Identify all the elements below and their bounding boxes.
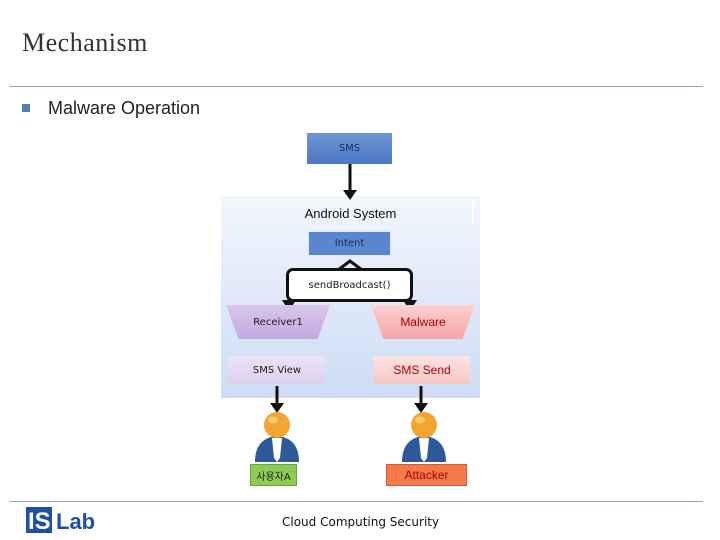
arrow-head-sms — [343, 190, 357, 200]
logo-graphic: IS Lab — [26, 507, 95, 535]
person-icon — [255, 412, 299, 462]
islab-logo: IS Lab — [26, 505, 106, 539]
user-a-label: 사용자A — [250, 464, 297, 486]
square-bullet-icon — [22, 104, 30, 112]
footer-text: Cloud Computing Security — [282, 515, 440, 529]
android-system-label: Android System — [304, 206, 397, 221]
sms-send-box: SMS Send — [374, 356, 470, 384]
bottom-divider — [10, 501, 703, 502]
receiver1-box: Receiver1 — [226, 305, 330, 339]
arrow-head-attacker — [414, 403, 428, 413]
attacker-label: Attacker — [386, 464, 467, 486]
intent-caret — [337, 259, 363, 272]
panel-edge-line — [472, 198, 474, 224]
malware-box: Malware — [371, 305, 475, 339]
top-divider — [10, 86, 703, 87]
sms-view-box: SMS View — [229, 356, 325, 384]
bullet-text: Malware Operation — [48, 98, 201, 118]
arrow-head-user — [270, 403, 284, 413]
logo-is-text: IS — [28, 508, 51, 535]
person-icon — [402, 412, 446, 462]
intent-box: Intent — [307, 230, 392, 257]
logo-lab-text: Lab — [56, 509, 95, 534]
sms-box: SMS — [307, 133, 392, 164]
slide-title: Mechanism — [22, 28, 148, 57]
send-broadcast-box: sendBroadcast() — [286, 268, 413, 302]
